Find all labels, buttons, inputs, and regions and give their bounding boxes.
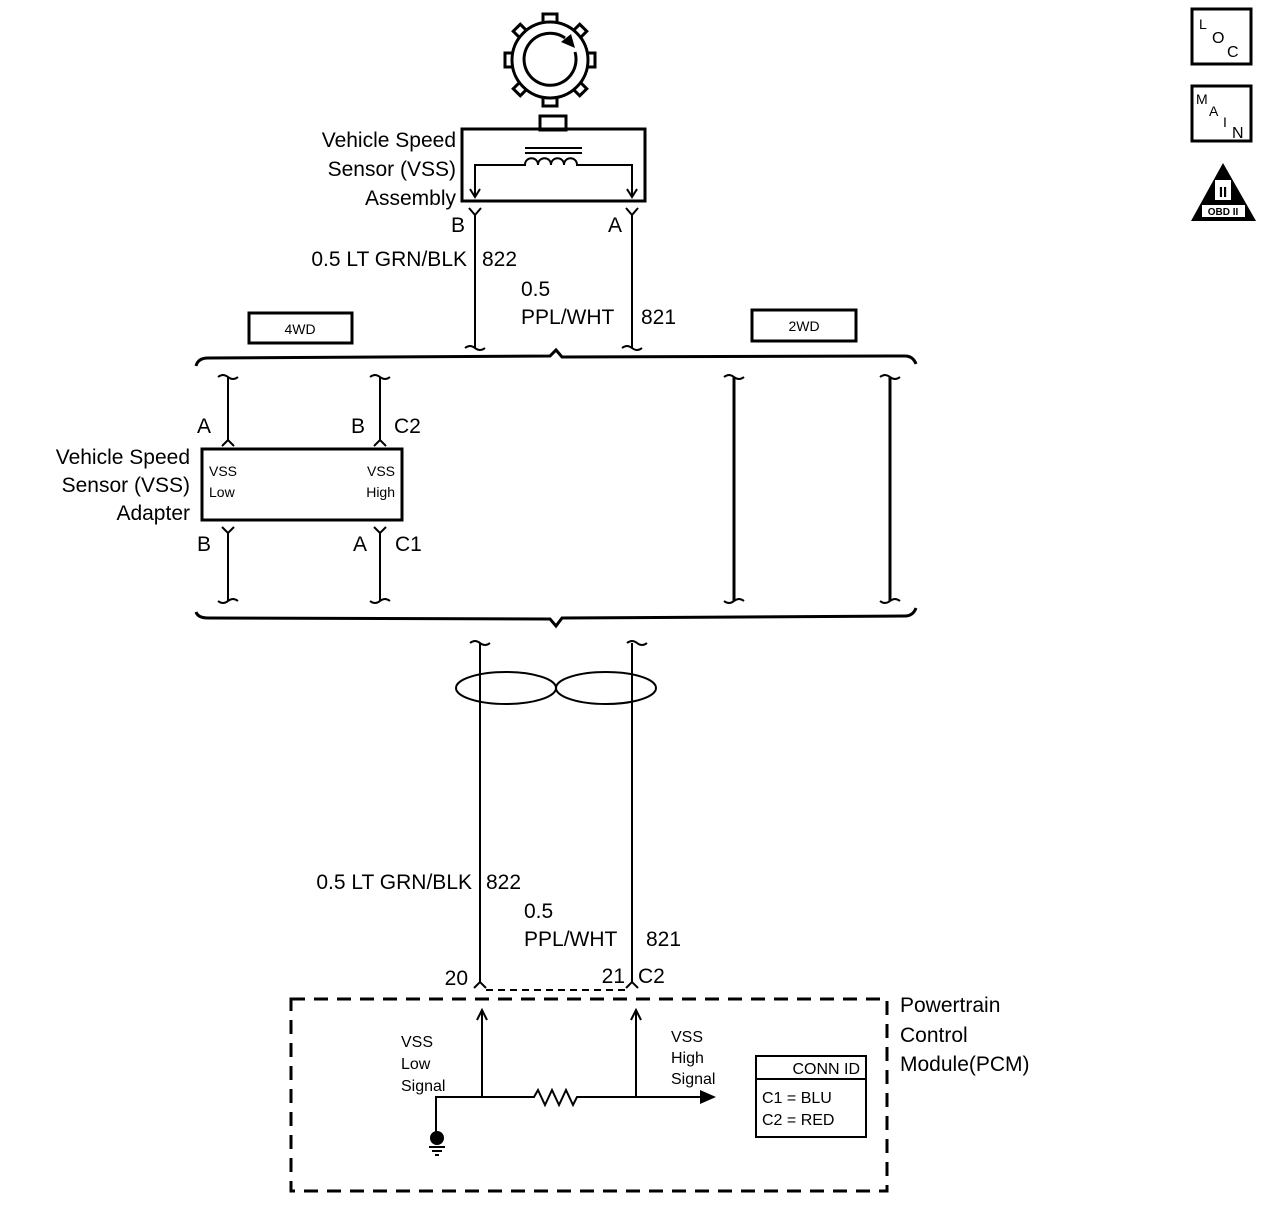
- svg-text:Sensor (VSS): Sensor (VSS): [328, 158, 456, 181]
- wire-822-color-label: 0.5 LT GRN/BLK: [311, 248, 467, 271]
- svg-text:Low: Low: [209, 484, 236, 500]
- lower-wire-821-circuit-label: 821: [646, 928, 681, 951]
- adapter-top-connector: C2: [394, 415, 421, 438]
- svg-text:Vehicle Speed: Vehicle Speed: [322, 129, 456, 152]
- assembly-pin-b: B: [451, 214, 465, 237]
- option-brace-bottom: [194, 607, 918, 629]
- svg-text:OBD II: OBD II: [1208, 207, 1239, 218]
- adapter-top-pin-a: A: [197, 415, 211, 438]
- adapter-bottom-pin-b: B: [197, 533, 211, 556]
- pcm-module[interactable]: VSS Low Signal VSS High Signal: [289, 997, 889, 1193]
- wire-821-gauge-label: 0.5: [521, 278, 550, 301]
- wire-821-circuit-label: 821: [641, 306, 676, 329]
- svg-text:Signal: Signal: [401, 1078, 445, 1095]
- svg-text:C: C: [1227, 44, 1239, 61]
- twisted-pair-icon: [455, 671, 657, 705]
- svg-text:High: High: [671, 1050, 704, 1067]
- svg-text:Sensor (VSS): Sensor (VSS): [62, 474, 190, 497]
- svg-text:Assembly: Assembly: [365, 187, 457, 210]
- svg-text:L: L: [1199, 16, 1207, 32]
- svg-text:VSS: VSS: [209, 463, 237, 479]
- adapter-top-pin-b: B: [351, 415, 365, 438]
- svg-text:A: A: [1209, 103, 1219, 119]
- svg-text:O: O: [1212, 30, 1224, 47]
- adapter-wire-high-top[interactable]: [369, 374, 391, 447]
- wire-822-lower[interactable]: [469, 640, 491, 989]
- svg-text:C2 = RED: C2 = RED: [762, 1112, 834, 1129]
- conn-id-table: CONN ID C1 = BLU C2 = RED: [755, 1055, 867, 1138]
- svg-text:M: M: [1196, 91, 1208, 107]
- svg-text:Signal: Signal: [671, 1071, 715, 1088]
- main-icon[interactable]: M A I N: [1190, 84, 1253, 143]
- vss-assembly-label: Vehicle Speed Sensor (VSS) Assembly: [322, 129, 457, 210]
- lower-wire-822-color-label: 0.5 LT GRN/BLK: [316, 871, 472, 894]
- svg-text:High: High: [366, 484, 395, 500]
- wire-822-upper[interactable]: [464, 207, 486, 351]
- adapter-wire-high-bottom[interactable]: [369, 526, 391, 604]
- option-brace-top: [194, 347, 918, 367]
- loc-icon[interactable]: L O C: [1190, 7, 1253, 66]
- adapter-bottom-pin-a: A: [353, 533, 367, 556]
- coil-icon: [474, 157, 633, 196]
- 2wd-jumper-wire-left[interactable]: [723, 374, 745, 604]
- svg-text:II: II: [1219, 184, 1227, 201]
- svg-text:Powertrain: Powertrain: [900, 994, 1000, 1017]
- lower-wire-821-gauge-label: 0.5: [524, 900, 553, 923]
- lower-wire-821-color-label: PPL/WHT: [524, 928, 618, 951]
- vss-adapter-label: Vehicle Speed Sensor (VSS) Adapter: [56, 446, 190, 525]
- pcm-pin-20: 20: [445, 967, 468, 990]
- svg-text:C1 = BLU: C1 = BLU: [762, 1090, 832, 1107]
- 2wd-jumper-wire-right[interactable]: [879, 374, 901, 604]
- resistor-icon: [435, 1087, 700, 1132]
- arrow-right-icon: [700, 1090, 716, 1104]
- adapter-wire-low-top[interactable]: [217, 374, 239, 447]
- option-4wd[interactable]: 4WD: [247, 311, 354, 345]
- svg-text:Adapter: Adapter: [116, 502, 190, 525]
- reluctor-wheel-icon: [503, 12, 597, 108]
- pcm-pin-21: 21: [602, 965, 625, 988]
- svg-text:4WD: 4WD: [284, 321, 315, 337]
- svg-text:VSS: VSS: [401, 1034, 433, 1051]
- wire-822-circuit-label: 822: [482, 248, 517, 271]
- adapter-wire-low-bottom[interactable]: [217, 526, 239, 604]
- svg-text:VSS: VSS: [367, 463, 395, 479]
- adapter-bottom-connector: C1: [395, 533, 422, 556]
- svg-text:Low: Low: [401, 1056, 431, 1073]
- ground-icon: [429, 1131, 445, 1156]
- wire-821-color-label: PPL/WHT: [521, 306, 615, 329]
- lower-wire-822-circuit-label: 822: [486, 871, 521, 894]
- vss-assembly[interactable]: [460, 114, 647, 203]
- wire-821-lower[interactable]: [625, 640, 648, 989]
- wire-821-upper[interactable]: [621, 207, 643, 351]
- svg-text:2WD: 2WD: [788, 318, 819, 334]
- pcm-connector-c2: C2: [638, 965, 665, 988]
- pcm-label: Powertrain Control Module(PCM): [900, 994, 1030, 1076]
- svg-text:Module(PCM): Module(PCM): [900, 1053, 1030, 1076]
- svg-text:Vehicle Speed: Vehicle Speed: [56, 446, 190, 469]
- svg-text:I: I: [1223, 114, 1227, 130]
- assembly-pin-a: A: [608, 214, 622, 237]
- svg-text:N: N: [1232, 125, 1244, 142]
- svg-text:CONN ID: CONN ID: [792, 1061, 860, 1078]
- obd-ii-icon[interactable]: II OBD II: [1191, 163, 1256, 221]
- svg-text:VSS: VSS: [671, 1029, 703, 1046]
- option-2wd[interactable]: 2WD: [750, 308, 858, 343]
- vss-adapter[interactable]: VSS Low VSS High: [200, 447, 404, 522]
- svg-text:Control: Control: [900, 1024, 968, 1047]
